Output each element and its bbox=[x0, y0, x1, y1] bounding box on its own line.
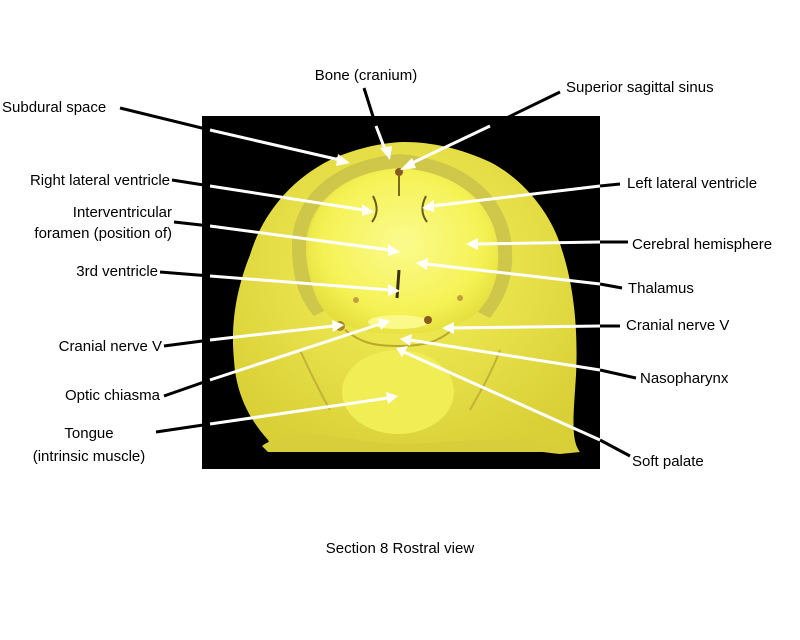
label-soft-palate: Soft palate bbox=[632, 453, 704, 470]
label-third-ventricle: 3rd ventricle bbox=[76, 263, 158, 280]
label-nasopharynx: Nasopharynx bbox=[640, 370, 729, 387]
label-subdural-space: Subdural space bbox=[2, 99, 107, 116]
leader-third-ventricle bbox=[159, 270, 400, 296]
optic-chiasma-shape bbox=[368, 315, 428, 329]
label-tongue-line2: (intrinsic muscle) bbox=[32, 448, 146, 465]
label-superior-sagittal-sinus: Superior sagittal sinus bbox=[566, 79, 714, 96]
leader-cerebral-hemisphere bbox=[466, 238, 628, 250]
leader-interventricular-foramen bbox=[173, 220, 400, 256]
cranium-ring bbox=[292, 154, 513, 318]
leader-optic-chiasma bbox=[163, 318, 390, 398]
leader-thalamus bbox=[416, 258, 623, 290]
label-interventricular-foramen-line1: Interventricular bbox=[72, 204, 172, 221]
figure-caption: Section 8 Rostral view bbox=[325, 540, 475, 557]
jaw-tissue bbox=[262, 434, 578, 452]
label-cranial-nerve-v-right: Cranial nerve V bbox=[626, 317, 730, 334]
leader-cranial-nerve-v-left bbox=[163, 320, 344, 348]
label-cranial-nerve-v-left: Cranial nerve V bbox=[58, 338, 162, 355]
label-optic-chiasma: Optic chiasma bbox=[64, 387, 160, 404]
label-left-lateral-ventricle: Left lateral ventricle bbox=[627, 175, 758, 192]
leader-nasopharynx bbox=[400, 334, 637, 380]
leader-soft-palate bbox=[396, 346, 631, 458]
label-interventricular-foramen-line2: foramen (position of) bbox=[34, 225, 172, 242]
label-tongue-line1: Tongue bbox=[64, 425, 114, 442]
tongue-shape bbox=[342, 350, 454, 434]
leader-left-lateral-ventricle bbox=[422, 182, 621, 212]
label-thalamus: Thalamus bbox=[628, 280, 694, 297]
leader-superior-sagittal-sinus bbox=[400, 90, 561, 170]
leader-subdural-space bbox=[119, 106, 350, 166]
leader-bone-cranium bbox=[362, 87, 392, 160]
leader-cranial-nerve-v-right bbox=[442, 322, 620, 334]
leader-right-lateral-ventricle bbox=[171, 178, 374, 216]
leader-tongue bbox=[155, 392, 398, 434]
label-bone-cranium: Bone (cranium) bbox=[314, 67, 418, 84]
label-cerebral-hemisphere: Cerebral hemisphere bbox=[632, 236, 773, 253]
label-right-lateral-ventricle: Right lateral ventricle bbox=[29, 172, 170, 189]
